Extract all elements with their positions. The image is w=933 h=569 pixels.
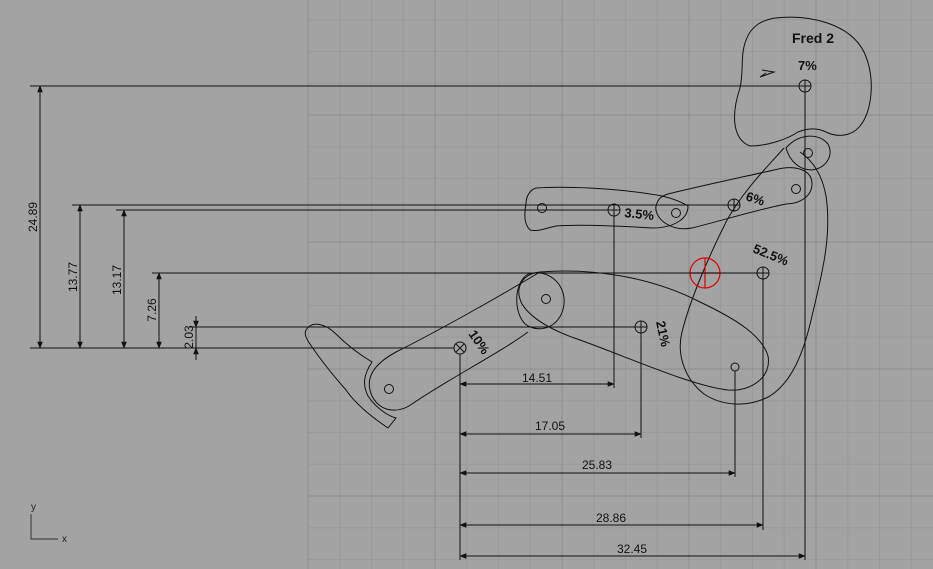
neck-outline <box>785 135 831 171</box>
thigh-com-marker <box>634 320 648 334</box>
upper-arm-mass-label: 6% <box>744 189 767 209</box>
axis-triad: y x <box>30 502 67 545</box>
dim-torso-height: 7.26 <box>145 298 159 322</box>
vertical-dimension-lines <box>37 85 199 360</box>
dim-upper-arm-height: 13.77 <box>66 262 80 292</box>
pelvis-joint <box>730 362 740 372</box>
upper-arm-outline <box>655 167 813 230</box>
dim-thigh-distance: 17.05 <box>535 419 565 433</box>
axis-x-label: x <box>62 534 67 545</box>
thigh-outline <box>518 270 769 391</box>
drawing-title: Fred 2 <box>792 30 834 46</box>
elbow-joint <box>671 208 681 218</box>
nose-mark <box>759 69 776 78</box>
head-com-marker <box>798 79 812 93</box>
shank-com-marker <box>453 341 467 355</box>
dim-head-height: 24.89 <box>26 202 40 232</box>
forearm-outline <box>524 186 689 231</box>
dim-thigh-height: 2.03 <box>182 325 196 349</box>
body-outline <box>304 16 872 429</box>
head-outline <box>734 16 872 147</box>
horizontal-dimension-lines <box>459 381 806 559</box>
shoulder-joint <box>791 184 801 194</box>
torso-com-marker <box>756 266 770 280</box>
thigh-mass-label: 21% <box>653 320 673 349</box>
dim-forearm-height: 13.17 <box>110 265 124 295</box>
foot-outline <box>304 323 397 429</box>
dim-torso-distance: 28.86 <box>596 511 626 525</box>
dim-forearm-distance: 14.51 <box>522 371 552 385</box>
grid <box>307 0 933 569</box>
dim-head-distance: 32.45 <box>617 542 647 556</box>
head-mass-label: 7% <box>798 58 817 73</box>
shank-outline <box>368 271 541 411</box>
forearm-com-marker <box>607 203 621 217</box>
joints <box>384 148 813 394</box>
neck-joint <box>803 148 813 158</box>
hip-outline <box>516 272 565 330</box>
wrist-joint <box>537 203 547 213</box>
shank-mass-label: 10% <box>466 327 493 357</box>
hip-joint <box>541 294 551 304</box>
forearm-mass-label: 3.5% <box>624 205 655 223</box>
extension-lines <box>30 85 806 560</box>
dim-pelvis-distance: 25.83 <box>582 458 612 472</box>
axis-triad-lines <box>30 514 58 540</box>
torso-mass-label: 52.5% <box>751 241 791 269</box>
torso-outline <box>679 147 829 405</box>
upper-arm-com-marker <box>727 198 741 212</box>
ankle-joint <box>384 384 394 394</box>
axis-y-label: y <box>31 502 36 513</box>
